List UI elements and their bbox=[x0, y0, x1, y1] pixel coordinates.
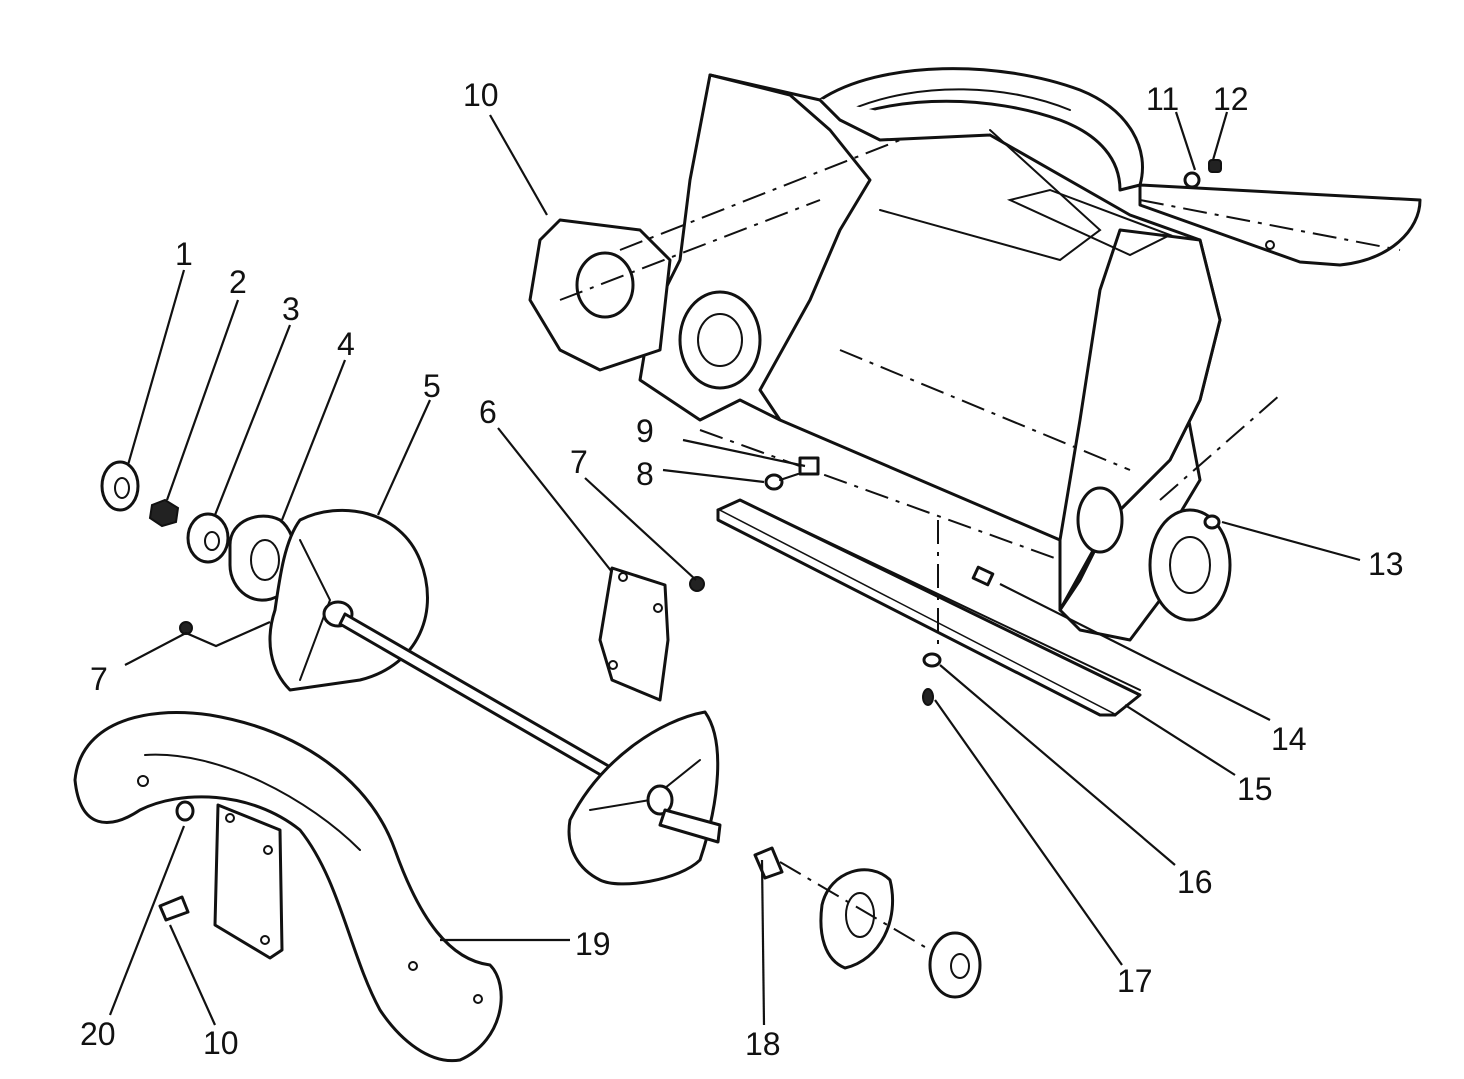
callout-11: 11 bbox=[1146, 81, 1179, 117]
callout-labels: 1 2 3 4 5 6 7 7 8 9 10 10 11 12 13 14 15… bbox=[80, 77, 1404, 1062]
callout-7-lower: 7 bbox=[90, 661, 108, 697]
bearing-stack-right bbox=[753, 846, 982, 999]
shroud-19 bbox=[73, 711, 503, 1063]
callout-15: 15 bbox=[1237, 771, 1273, 807]
callout-8: 8 bbox=[636, 456, 654, 492]
callout-18: 18 bbox=[745, 1026, 781, 1062]
callout-10-lower: 10 bbox=[203, 1025, 239, 1061]
callout-4: 4 bbox=[337, 326, 355, 362]
callout-13: 13 bbox=[1368, 546, 1404, 582]
callout-7-upper: 7 bbox=[570, 444, 588, 480]
callout-17: 17 bbox=[1117, 963, 1153, 999]
callout-12: 12 bbox=[1213, 81, 1249, 117]
callout-10-upper: 10 bbox=[463, 77, 499, 113]
callout-6: 6 bbox=[479, 394, 497, 430]
callout-19: 19 bbox=[575, 926, 611, 962]
callout-16: 16 bbox=[1177, 864, 1213, 900]
auger-assembly bbox=[268, 508, 722, 886]
leader-lines bbox=[108, 111, 1361, 1026]
bearing-stack-left bbox=[100, 460, 297, 635]
housing-hardware bbox=[764, 159, 1222, 706]
callout-3: 3 bbox=[282, 291, 300, 327]
callout-1: 1 bbox=[175, 236, 193, 272]
scraper-bar bbox=[716, 498, 1142, 717]
callout-20: 20 bbox=[80, 1016, 116, 1052]
callout-14: 14 bbox=[1271, 721, 1307, 757]
auger-housing bbox=[528, 67, 1422, 642]
callout-9: 9 bbox=[636, 413, 654, 449]
callout-2: 2 bbox=[229, 264, 247, 300]
callout-5: 5 bbox=[423, 368, 441, 404]
bracket-6 bbox=[598, 566, 705, 702]
